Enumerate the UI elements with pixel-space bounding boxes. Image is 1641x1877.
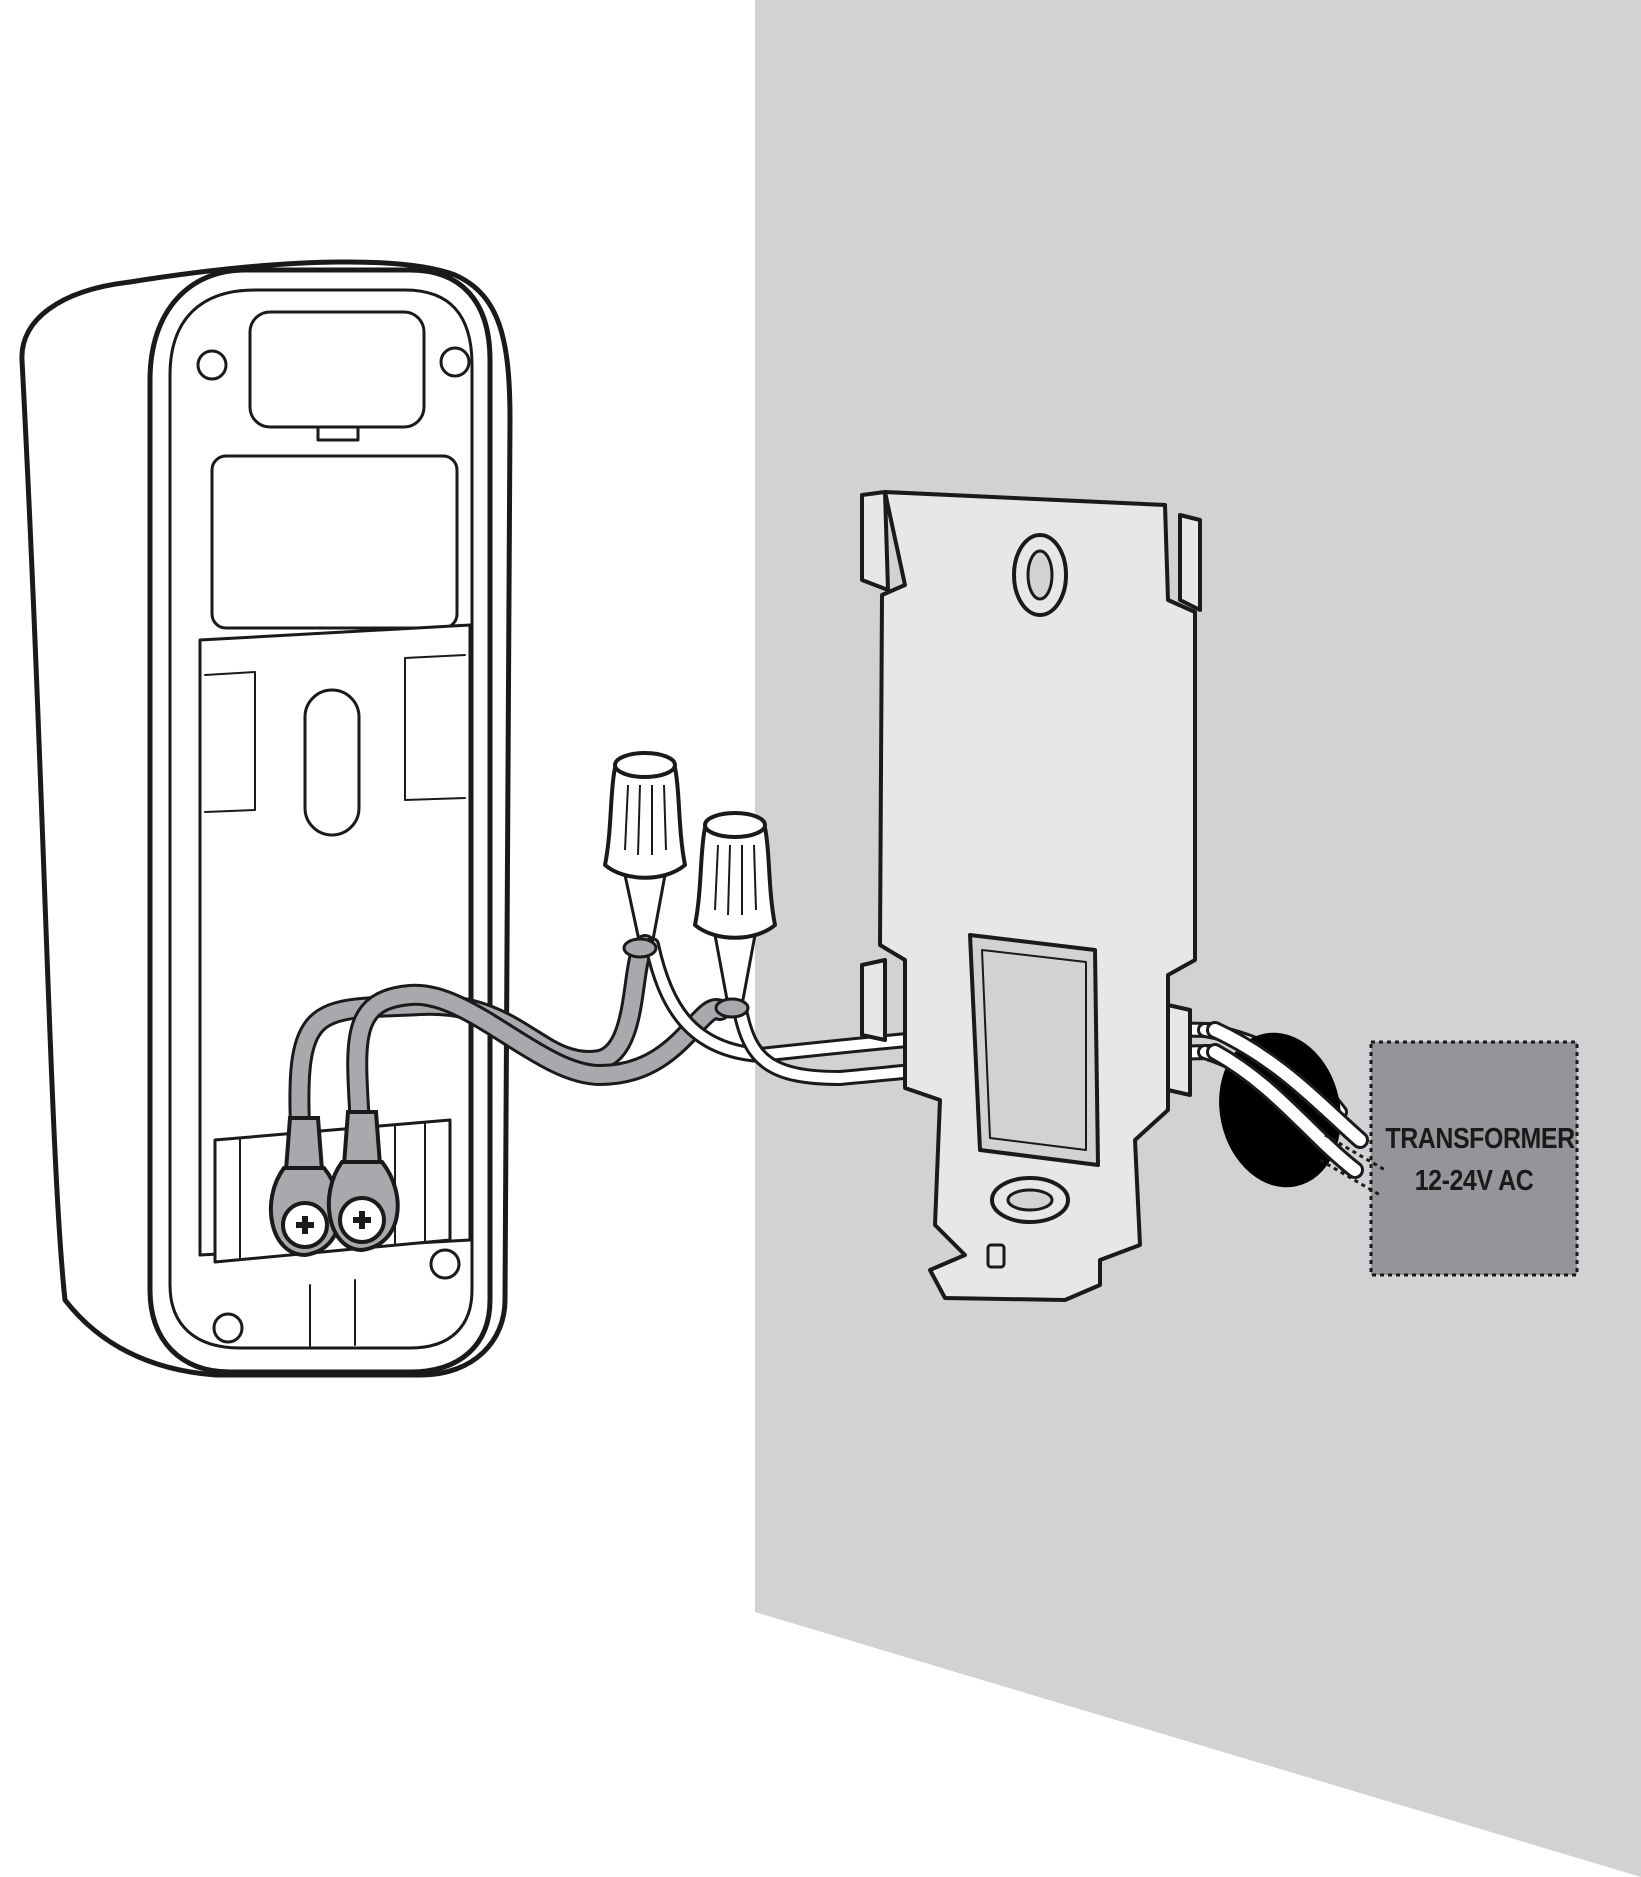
wire-nut-right-splice bbox=[714, 997, 750, 1019]
doorbell-screw-top-left bbox=[196, 349, 228, 381]
doorbell-screw-bottom-left bbox=[212, 1312, 244, 1344]
wire-nut-left-body bbox=[603, 766, 687, 880]
bracket-bottom-hole-inner bbox=[1006, 1188, 1054, 1212]
transformer-lead-upper bbox=[1209, 1024, 1366, 1146]
transformer-leads bbox=[1206, 1021, 1369, 1179]
terminal-left-crimp bbox=[283, 1116, 325, 1172]
doorbell-label-area bbox=[210, 454, 459, 630]
terminal-right-screw-slot bbox=[353, 1211, 371, 1229]
wall-surface bbox=[755, 0, 1641, 1877]
wire-nut-left-ribs bbox=[624, 784, 667, 856]
bracket-window-inner bbox=[981, 949, 1087, 1151]
wire-nut-right-ribs bbox=[714, 844, 757, 916]
mounting-bracket bbox=[860, 490, 1202, 1302]
doorbell-recess-panel bbox=[198, 623, 472, 1257]
bracket-top-hole-inner bbox=[1026, 549, 1054, 601]
wire-nut-left-neck bbox=[623, 874, 667, 946]
bracket-plate bbox=[878, 490, 1197, 1302]
transformer-rating: 12-24V AC bbox=[1414, 1165, 1534, 1197]
wire-nut-right-body bbox=[693, 826, 777, 940]
wire-nut-left-cap bbox=[613, 751, 677, 779]
doorbell-device bbox=[19, 259, 513, 1378]
bracket-clip-top-left bbox=[860, 490, 890, 592]
doorbell-lead-right bbox=[349, 986, 728, 1133]
transformer-box bbox=[1369, 1040, 1579, 1277]
transformer-label: TRANSFORMER 12-24V AC bbox=[1385, 1118, 1575, 1202]
terminal-right-crimp bbox=[341, 1110, 383, 1167]
doorbell-camera-notch bbox=[316, 425, 360, 442]
doorbell-recess-tab-right bbox=[404, 654, 466, 801]
terminal-right bbox=[326, 1110, 400, 1253]
doorbell-screw-top-right bbox=[439, 346, 471, 378]
wire-nut-left bbox=[603, 751, 687, 946]
bracket-clip-top-right bbox=[1178, 513, 1202, 612]
transformer-stub-upper bbox=[1324, 1133, 1386, 1172]
wire-nut-right-neck bbox=[713, 934, 757, 1006]
transformer-wire-stubs bbox=[1319, 1133, 1386, 1197]
bracket-peg bbox=[986, 1243, 1006, 1269]
wire-nut-right bbox=[693, 811, 777, 1006]
wire-nut-left-splice bbox=[622, 937, 658, 959]
terminal-left-screw-slot bbox=[296, 1216, 314, 1234]
doorbell-recess-tab-left bbox=[204, 671, 256, 813]
doorbell-screw-bottom-right bbox=[429, 1248, 461, 1280]
wire-nut-right-cap bbox=[703, 811, 767, 839]
doorbell-camera-window bbox=[248, 310, 426, 429]
terminal-left bbox=[269, 1116, 343, 1258]
transformer-lead-lower bbox=[1209, 1046, 1361, 1176]
transformer-name: TRANSFORMER bbox=[1385, 1123, 1575, 1155]
bracket-clip-bottom-left bbox=[860, 958, 887, 1042]
doorbell-recess-slot bbox=[303, 688, 361, 837]
transformer-stub-lower bbox=[1319, 1158, 1381, 1197]
bracket-clip-bottom-right bbox=[1166, 1003, 1192, 1097]
doorbell-leads bbox=[288, 934, 731, 1136]
